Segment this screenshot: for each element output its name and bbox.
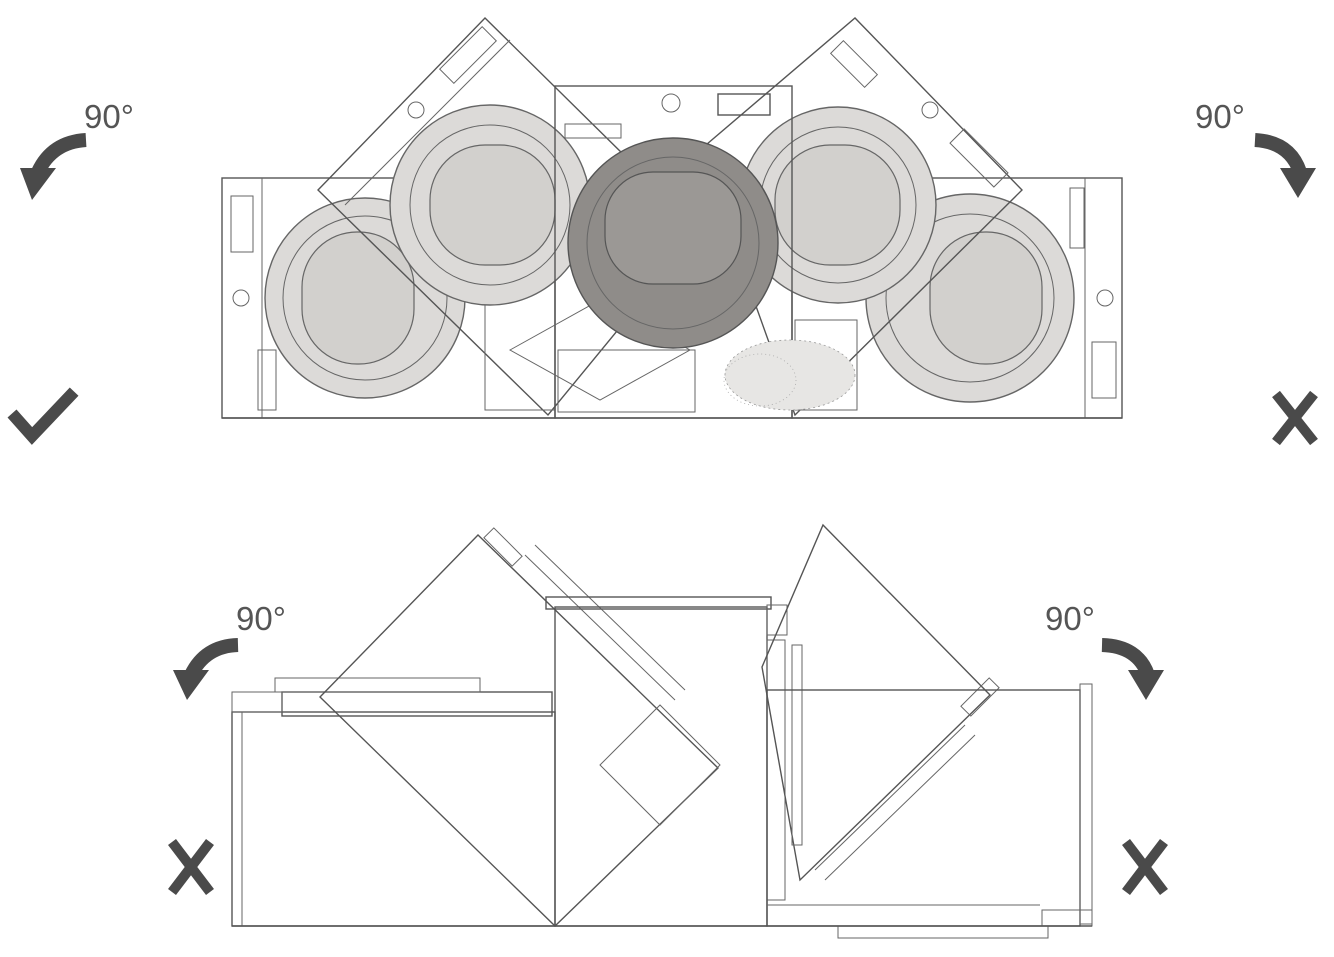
curved-arrow-counterclockwise-icon bbox=[20, 133, 87, 200]
side-tilted-right bbox=[761, 523, 1000, 882]
rotation-label-top-left: 90° bbox=[84, 98, 134, 135]
side-tilted-left bbox=[319, 527, 721, 927]
rotate-ccw-top-left: 90° bbox=[20, 98, 134, 200]
floor-stain-texture bbox=[723, 339, 856, 411]
rotation-label-bottom-left: 90° bbox=[236, 600, 286, 637]
cross-mark-icon bbox=[1272, 390, 1318, 446]
cross-mark-icon bbox=[168, 838, 214, 896]
check-mark-icon bbox=[7, 387, 79, 445]
rotation-label-top-right: 90° bbox=[1195, 98, 1245, 135]
curved-arrow-clockwise-icon bbox=[1254, 133, 1316, 198]
rotate-cw-top-right: 90° bbox=[1195, 98, 1316, 198]
washer-upright bbox=[508, 85, 793, 419]
washer-tilted-right bbox=[699, 17, 1023, 417]
side-lying-right bbox=[766, 683, 1093, 939]
side-upright-center bbox=[545, 596, 788, 927]
curved-arrow-clockwise-icon bbox=[1101, 638, 1164, 700]
side-view-illustration bbox=[231, 523, 1093, 939]
rotation-label-bottom-right: 90° bbox=[1045, 600, 1095, 637]
front-view-illustration bbox=[221, 17, 1123, 419]
rotate-ccw-bottom-left: 90° bbox=[173, 600, 286, 700]
washer-tilted-left bbox=[317, 17, 701, 417]
curved-arrow-counterclockwise-icon bbox=[173, 638, 239, 700]
rotate-cw-bottom-right: 90° bbox=[1045, 600, 1164, 700]
cross-mark-icon bbox=[1122, 838, 1168, 896]
side-lying-left bbox=[231, 677, 556, 927]
